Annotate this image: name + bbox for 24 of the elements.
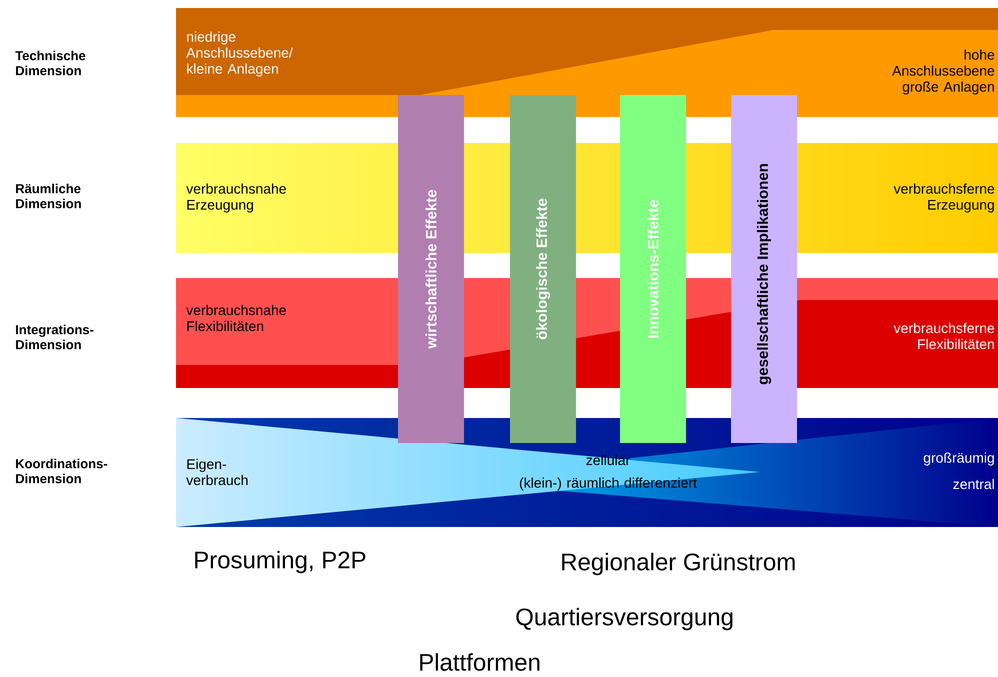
column: ökologische Effekte bbox=[510, 95, 576, 443]
example-label: Prosuming, P2P bbox=[195, 550, 366, 574]
example-label: Plattformen bbox=[420, 653, 540, 671]
row-heading: Technische Dimension bbox=[15, 50, 86, 76]
column: wirtschaftliche Effekte bbox=[398, 95, 464, 443]
band bbox=[176, 8, 998, 117]
band-text: zentral bbox=[953, 478, 994, 490]
row-heading: Koordinations- Dimension bbox=[16, 458, 108, 484]
column: gesellschaftliche Implikationen bbox=[731, 95, 797, 443]
column: Innovations-Effekte bbox=[620, 95, 686, 443]
band-text: hohe Anschlussebene große Anlagen bbox=[892, 49, 994, 95]
band-text: niedrige Anschlussebene/ kleine Anlagen bbox=[186, 31, 293, 77]
example-label: Quartiersversorgung bbox=[516, 608, 732, 630]
band-text: zellular bbox=[586, 454, 630, 466]
example-label: Regionaler Grünstrom bbox=[562, 552, 795, 576]
band-text: (klein-) räumlich differenziert bbox=[520, 477, 697, 491]
band-text: großräumig bbox=[924, 452, 994, 466]
band-text: Eigen- verbrauch bbox=[186, 458, 248, 486]
band-text: verbrauchsferne Flexibilitäten bbox=[894, 322, 994, 350]
row-heading: Integrations- Dimension bbox=[16, 324, 94, 350]
band-text: verbrauchsnahe Flexibilitäten bbox=[186, 304, 286, 332]
band-text: verbrauchsnahe Erzeugung bbox=[186, 183, 286, 213]
row-heading: Räumliche Dimension bbox=[16, 184, 81, 208]
band-text: verbrauchsferne Erzeugung bbox=[894, 183, 994, 213]
